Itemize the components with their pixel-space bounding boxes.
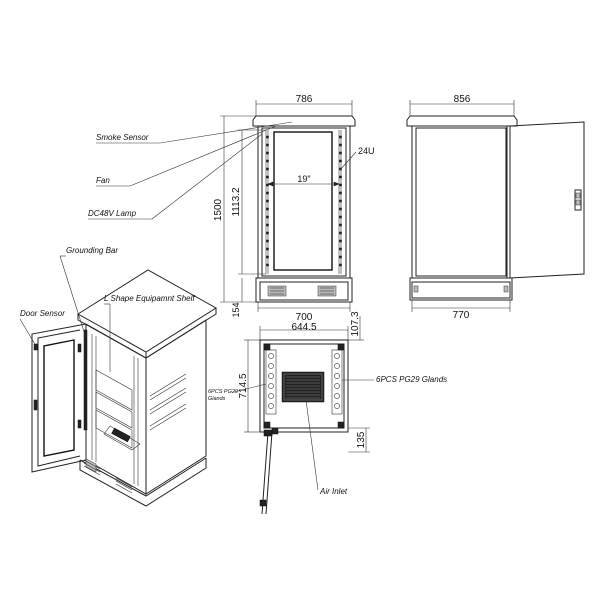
dim-plan-offset-top: 107.3 xyxy=(350,311,361,336)
dc48v-lamp-label: DC48V Lamp xyxy=(88,209,137,218)
dim-plan-offset-bottom: 135 xyxy=(356,431,367,448)
dim-plan-depth: 714.5 xyxy=(238,373,249,398)
fan-label: Fan xyxy=(96,176,110,185)
dim-plan-width: 644.5 xyxy=(291,322,316,333)
grounding-bar-label: Grounding Bar xyxy=(66,246,118,255)
dim-side-top-width: 856 xyxy=(454,94,471,105)
rack-width-label: 19" xyxy=(297,174,310,184)
dim-side-bottom-width: 770 xyxy=(453,310,470,321)
plan-view: 644.5 714.5 107.3 135 xyxy=(238,311,370,515)
rack-units-label: 24U xyxy=(358,146,375,156)
isometric-view xyxy=(31,269,217,507)
callouts-plan: 6PCS PG29 Glands 6PCS PG29 Glands Air In… xyxy=(208,375,447,496)
dim-front-top-width: 786 xyxy=(296,94,313,105)
l-shape-shelf-label: L Shape Equipamnt Shelf xyxy=(104,294,195,303)
callouts-left: Smoke Sensor Fan DC48V Lamp xyxy=(88,121,293,220)
dim-front-base-height: 154 xyxy=(231,302,241,317)
smoke-sensor-label: Smoke Sensor xyxy=(96,133,149,142)
dim-front-inner-height: 1113.2 xyxy=(231,187,242,217)
air-inlet-label: Air Inlet xyxy=(319,487,348,496)
front-view: 786 1500 1113.2 154 700 19" 24U xyxy=(213,94,375,323)
dim-front-height: 1500 xyxy=(213,198,224,221)
glands-right-label: 6PCS PG29 Glands xyxy=(376,375,447,384)
side-view: 856 770 xyxy=(406,94,585,321)
dim-front-bottom-width: 700 xyxy=(296,312,313,323)
callouts-iso: Grounding Bar L Shape Equipamnt Shelf Do… xyxy=(19,246,195,372)
glands-left-label-2: Glands xyxy=(208,396,226,402)
glands-left-label: 6PCS PG29 xyxy=(208,389,238,395)
door-sensor-label: Door Sensor xyxy=(20,309,65,318)
